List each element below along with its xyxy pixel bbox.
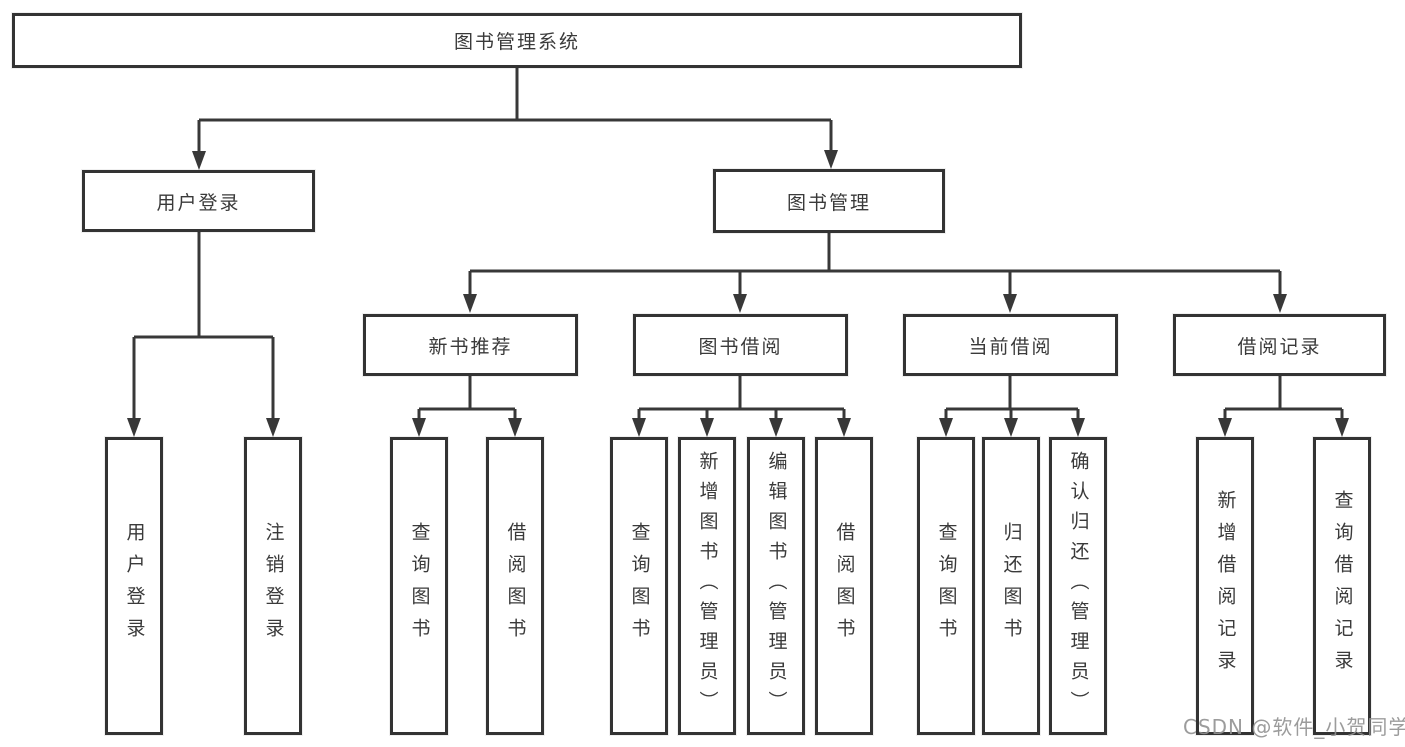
leaf-return-book: 归还图书: [982, 437, 1040, 735]
node-label: 新增借阅记录: [1214, 490, 1237, 682]
node-label: 编辑图书（管理员）: [765, 451, 788, 721]
node-label: 确认归还（管理员）: [1067, 451, 1090, 721]
node-borrow-records: 借阅记录: [1173, 314, 1386, 376]
node-label: 用户登录: [123, 522, 146, 650]
leaf-query-book-recommend: 查询图书: [390, 437, 448, 735]
leaf-query-book-current: 查询图书: [917, 437, 975, 735]
node-label: 查询借阅记录: [1331, 490, 1354, 682]
node-label: 图书借阅: [698, 335, 783, 358]
connector-current-borrow: [944, 376, 1080, 419]
leaf-borrow-book: 借阅图书: [815, 437, 873, 735]
node-label: 查询图书: [628, 522, 651, 650]
connector-user-login: [132, 232, 275, 419]
node-label: 归还图书: [1000, 522, 1023, 650]
node-book-borrow: 图书借阅: [633, 314, 848, 376]
csdn-watermark: CSDN @软件_小贺同学: [1183, 715, 1405, 739]
node-label: 借阅记录: [1237, 335, 1322, 358]
node-label: 当前借阅: [968, 335, 1053, 358]
leaf-edit-book-admin: 编辑图书（管理员）: [747, 437, 805, 735]
node-label: 新增图书（管理员）: [696, 451, 719, 721]
leaf-add-book-admin: 新增图书（管理员）: [678, 437, 736, 735]
node-user-login: 用户登录: [82, 170, 315, 232]
connector-new-book-recommend: [417, 376, 517, 419]
node-label: 图书管理系统: [453, 31, 580, 53]
connector-book-management: [468, 233, 1282, 295]
node-label: 查询图书: [408, 522, 431, 650]
connector-root: [197, 68, 833, 152]
node-library-system: 图书管理系统: [12, 13, 1022, 68]
node-new-book-recommend: 新书推荐: [363, 314, 578, 376]
leaf-logout: 注销登录: [244, 437, 302, 735]
node-label: 新书推荐: [428, 335, 513, 358]
leaf-query-book-borrow: 查询图书: [610, 437, 668, 735]
node-label: 图书管理: [786, 191, 871, 214]
leaf-confirm-return-admin: 确认归还（管理员）: [1049, 437, 1107, 735]
node-book-management: 图书管理: [713, 169, 945, 233]
connector-book-borrow: [637, 376, 846, 419]
node-label: 查询图书: [935, 522, 958, 650]
node-current-borrow: 当前借阅: [903, 314, 1118, 376]
node-label: 借阅图书: [833, 522, 856, 650]
leaf-user-login: 用户登录: [105, 437, 163, 735]
leaf-add-borrow-record: 新增借阅记录: [1196, 437, 1254, 735]
node-label: 注销登录: [262, 522, 285, 650]
leaf-query-borrow-record: 查询借阅记录: [1313, 437, 1371, 735]
connector-borrow-records: [1223, 376, 1344, 419]
node-label: 借阅图书: [504, 522, 527, 650]
node-label: 用户登录: [156, 191, 241, 214]
leaf-borrow-book-recommend: 借阅图书: [486, 437, 544, 735]
